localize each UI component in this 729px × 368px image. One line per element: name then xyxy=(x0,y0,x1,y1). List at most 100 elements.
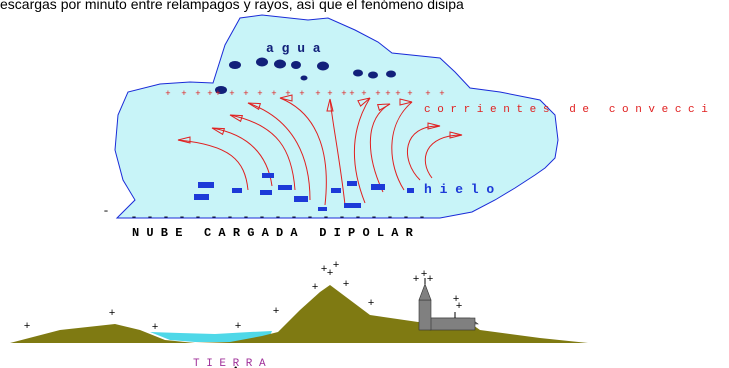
current-arrowhead xyxy=(449,131,463,139)
positive-charge: + xyxy=(215,89,220,99)
positive-charge: + xyxy=(181,89,186,99)
water-drop xyxy=(256,57,268,67)
ice-particle xyxy=(260,190,272,195)
ground-positive-charge: + xyxy=(453,294,460,306)
negative-charge: - xyxy=(274,210,281,224)
negative-charge: - xyxy=(102,204,109,218)
ice-particle xyxy=(371,184,385,190)
current-arrowhead xyxy=(177,136,191,144)
label-nube-cargada-dipolar: N U B E C A R G A D A D I P O L A R xyxy=(132,226,414,240)
ice-particles xyxy=(194,173,414,211)
negative-charge: - xyxy=(418,210,425,224)
ice-particle xyxy=(262,173,274,178)
ice-particle xyxy=(344,203,361,208)
water-drop xyxy=(386,70,396,78)
ground-terrain xyxy=(10,285,588,343)
label-corrientes: c o r r i e n t e s d e c o n v e c c i xyxy=(424,104,708,116)
church-body xyxy=(429,317,476,331)
current-arrowhead xyxy=(326,98,334,112)
positive-charge: + xyxy=(341,89,346,99)
positive-charge: + xyxy=(285,89,290,99)
negative-charge: - xyxy=(370,210,377,224)
water-drop xyxy=(274,59,286,69)
negative-charge: - xyxy=(146,210,153,224)
label-agua: a g u a xyxy=(266,41,321,56)
negative-charge: - xyxy=(258,210,265,224)
water-drop xyxy=(300,75,308,81)
ice-particle xyxy=(194,194,209,200)
convection-current xyxy=(391,101,413,191)
convection-current xyxy=(229,114,296,191)
ground-positive-charges: ++++++++++++++++ xyxy=(24,260,463,334)
current-arrowhead xyxy=(211,127,226,136)
caption-text: escargas por minuto entre relampagos y r… xyxy=(0,0,464,12)
positive-charge: + xyxy=(395,89,400,99)
lake xyxy=(150,331,272,342)
current-arrowhead xyxy=(279,94,293,102)
ice-particle xyxy=(294,196,308,202)
water-drop xyxy=(368,71,378,79)
ground-positive-charge: + xyxy=(427,274,434,286)
positive-charge: + xyxy=(243,89,248,99)
negative-charge: - xyxy=(194,210,201,224)
ground-positive-charge: + xyxy=(273,306,280,318)
church-spire xyxy=(418,283,432,301)
negative-charge: - xyxy=(290,210,297,224)
ground-positive-charge: + xyxy=(421,269,428,281)
current-arrowhead xyxy=(427,122,441,130)
positive-charge: + xyxy=(439,89,444,99)
cloud-shape xyxy=(114,14,559,219)
ice-particle xyxy=(278,185,292,190)
positive-charge: + xyxy=(425,89,430,99)
convection-current xyxy=(369,103,391,193)
negative-charge: - xyxy=(242,210,249,224)
current-arrowhead xyxy=(229,114,244,123)
ground-positive-charge: + xyxy=(333,260,340,272)
water-drop xyxy=(353,69,363,77)
positive-charge: + xyxy=(375,89,380,99)
water-drop xyxy=(229,61,241,69)
positive-charge: + xyxy=(229,89,234,99)
negative-charge: - xyxy=(210,210,217,224)
ground-positive-charge: + xyxy=(152,322,159,334)
ground-positive-charge: + xyxy=(312,282,319,294)
negative-charge: - xyxy=(226,210,233,224)
positive-charge: + xyxy=(299,89,304,99)
convection-current xyxy=(279,97,327,206)
convection-current xyxy=(247,102,311,201)
convection-current xyxy=(329,98,346,206)
current-arrowhead xyxy=(399,98,413,106)
convection-current xyxy=(353,97,371,204)
ground-positive-charge: + xyxy=(321,264,328,276)
positive-charge: + xyxy=(195,89,200,99)
current-arrowhead xyxy=(376,103,391,112)
negative-charge: - xyxy=(162,210,169,224)
ground-positive-charge: + xyxy=(327,268,334,280)
positive-charge: + xyxy=(361,89,366,99)
church xyxy=(418,278,479,331)
ice-particle xyxy=(407,188,414,193)
ground-positive-charge: + xyxy=(343,279,350,291)
water-drop xyxy=(291,61,301,69)
label-hielo: h i e l o xyxy=(424,182,494,197)
positive-charge: + xyxy=(327,89,332,99)
positive-charge: + xyxy=(257,89,262,99)
negative-charge: - xyxy=(178,210,185,224)
ground-positive-charge: + xyxy=(24,321,31,333)
ground-positive-charge: + xyxy=(413,274,420,286)
negative-charge: - xyxy=(130,210,137,224)
ground-positive-charge: + xyxy=(235,321,242,333)
positive-charge: + xyxy=(315,89,320,99)
negative-charge: - xyxy=(386,210,393,224)
church-tower xyxy=(418,299,432,331)
ground-positive-charge: + xyxy=(456,301,463,313)
water-drop xyxy=(215,86,227,94)
positive-charge: + xyxy=(385,89,390,99)
ice-particle xyxy=(318,207,327,211)
ice-particle xyxy=(198,182,214,188)
negative-charge: - xyxy=(306,210,313,224)
positive-charge: + xyxy=(165,89,170,99)
positive-charges-row: ++++++++++++++++++++++ xyxy=(165,89,444,99)
convection-current xyxy=(177,139,249,191)
water-drops xyxy=(215,57,396,94)
